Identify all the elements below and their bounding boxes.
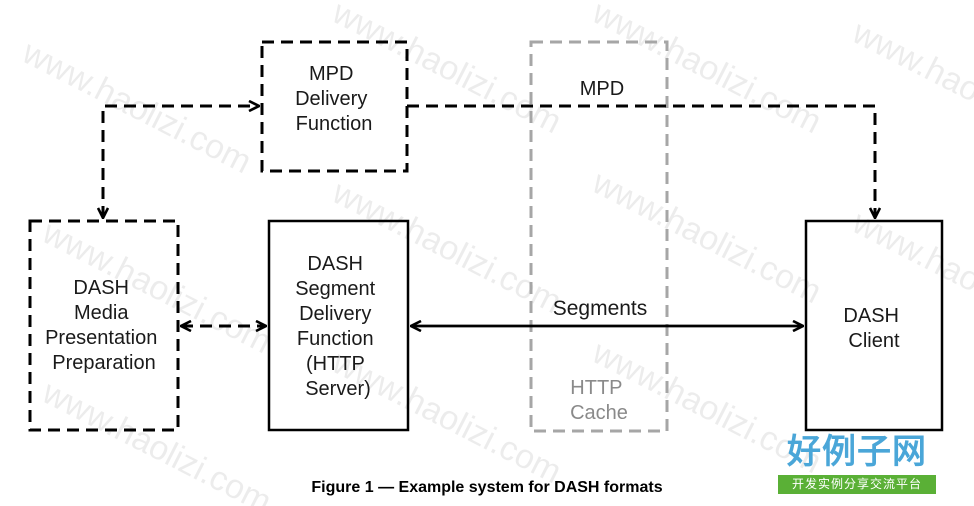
watermark-text: www.haolizi.com bbox=[845, 203, 974, 351]
media-preparation-box bbox=[28, 219, 180, 432]
dash-client-box bbox=[804, 219, 944, 432]
segment-delivery-label: DASH Segment Delivery Function (HTTP Ser… bbox=[295, 253, 381, 400]
watermark-text: www.haolizi.com bbox=[585, 163, 827, 311]
prep-mpd-edge bbox=[103, 106, 259, 218]
segments-edge-label: Segments bbox=[553, 297, 648, 320]
logo-title: 好例子网 bbox=[787, 432, 927, 472]
dash-client-label: DASH Client bbox=[843, 305, 904, 352]
http-cache-box bbox=[529, 40, 669, 433]
figure-caption: Figure 1 — Example system for DASH forma… bbox=[311, 479, 663, 496]
watermark-text: www.haolizi.com bbox=[845, 13, 974, 161]
mpd-client-edge bbox=[407, 104, 875, 218]
site-logo: 好例子网 开发实例分享交流平台 bbox=[776, 432, 938, 496]
media-preparation-label: DASH Media Presentation Preparation bbox=[45, 277, 163, 374]
segment-delivery-function-box bbox=[267, 219, 410, 432]
http-cache-label: HTTP Cache bbox=[570, 377, 628, 424]
mpd-delivery-label: MPD Delivery Function bbox=[295, 63, 373, 135]
watermark-text: www.haolizi.com bbox=[585, 0, 827, 141]
mpd-edge-label: MPD bbox=[580, 78, 624, 100]
logo-subtitle: 开发实例分享交流平台 bbox=[778, 475, 936, 494]
